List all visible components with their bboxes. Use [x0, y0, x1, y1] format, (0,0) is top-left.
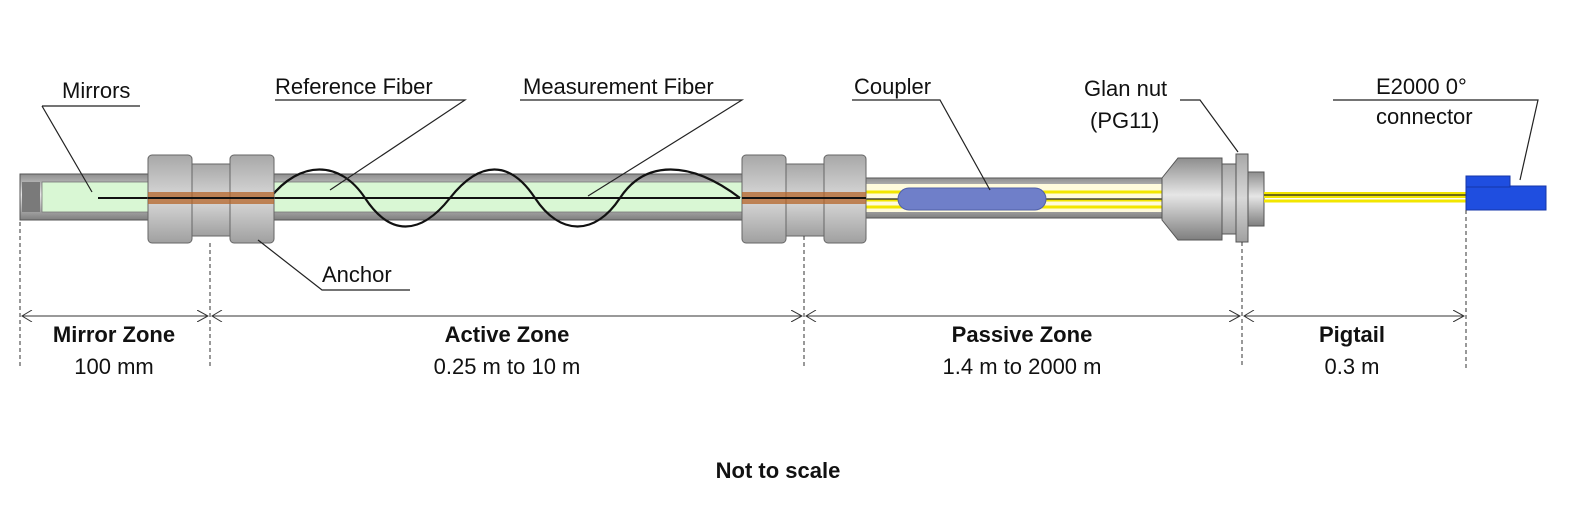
leader-connector	[1333, 99, 1539, 181]
zone-length-passive: 1.4 m to 2000 m	[943, 354, 1102, 379]
glan-nut-thread	[1247, 171, 1265, 227]
zone-length-active: 0.25 m to 10 m	[434, 354, 581, 379]
label-glan-nut-1: Glan nut	[1084, 76, 1167, 101]
glan-nut-plate	[1235, 153, 1249, 243]
zone-name-pigtail: Pigtail	[1319, 322, 1385, 347]
label-coupler: Coupler	[854, 74, 931, 99]
mirror-end-cap	[22, 182, 40, 212]
label-measurement-fiber: Measurement Fiber	[523, 74, 714, 99]
zone-name-active: Active Zone	[445, 322, 570, 347]
zone-length-pigtail: 0.3 m	[1324, 354, 1379, 379]
label-connector-2: connector	[1376, 104, 1473, 129]
label-anchor: Anchor	[322, 262, 392, 287]
label-glan-nut-2: (PG11)	[1090, 108, 1159, 133]
coupler-shape	[897, 187, 1047, 211]
leader-glan-nut	[1180, 99, 1239, 153]
glan-nut-flange	[1221, 163, 1237, 235]
connector-body	[1465, 185, 1547, 211]
measurement-fiber-wave	[269, 168, 741, 228]
leader-coupler	[852, 99, 991, 191]
zone-name-mirror: Mirror Zone	[53, 322, 175, 347]
leader-mirrors	[41, 105, 140, 193]
zone-length-mirror: 100 mm	[74, 354, 153, 379]
leader-anchor	[257, 239, 410, 291]
leader-measurement-fiber	[520, 99, 745, 197]
zone-name-passive: Passive Zone	[952, 322, 1093, 347]
label-reference-fiber: Reference Fiber	[275, 74, 433, 99]
label-mirrors: Mirrors	[62, 78, 130, 103]
glan-nut-body	[1161, 157, 1223, 241]
leader-reference-fiber	[275, 99, 467, 191]
label-connector-1: E2000 0°	[1376, 74, 1467, 99]
connector-latch	[1465, 175, 1511, 188]
not-to-scale-note: Not to scale	[716, 458, 841, 483]
